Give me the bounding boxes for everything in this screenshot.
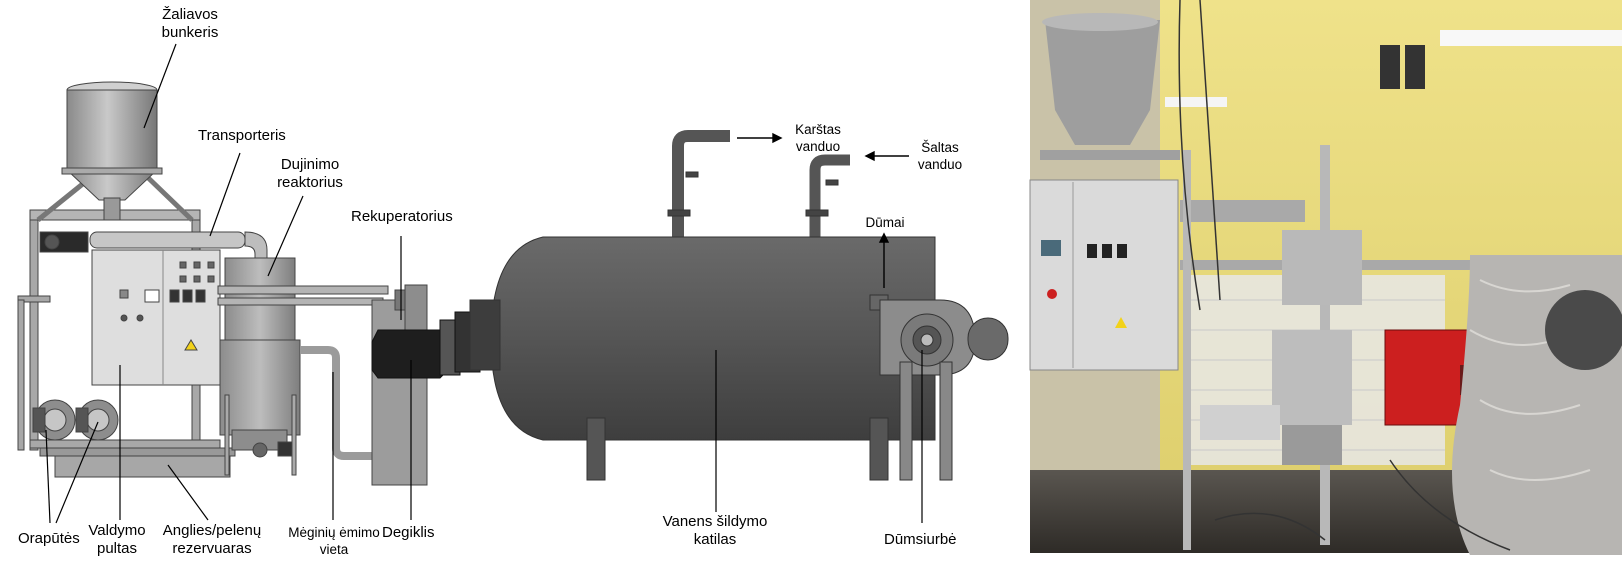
air-blowers-label: Orapūtės	[18, 530, 80, 547]
sampling-point-label-line1: Mėginių ėmimo	[288, 525, 380, 540]
air-blowers	[32, 399, 119, 441]
water-heating-boiler	[469, 236, 936, 481]
control-panel-label-line2: pultas	[96, 540, 138, 557]
recuperator-label: Rekuperatorius	[351, 208, 453, 225]
recuperator	[371, 284, 428, 486]
water-boiler-label-line1: Vanens šildymo	[662, 513, 768, 530]
control-panel	[91, 249, 221, 386]
raw-material-bunker	[61, 81, 163, 221]
hot-water-pipe	[667, 130, 730, 238]
gasification-reactor-label-line1: Dujinimo	[280, 156, 340, 173]
sampling-point-label-line2: vieta	[319, 542, 349, 557]
burner-label: Degiklis	[382, 524, 435, 541]
gasification-reactor-label-line2: reaktorius	[277, 174, 343, 191]
ash-reservoir-label-line1: Anglies/pelenų	[162, 522, 262, 539]
raw-bunker-label-line2: bunkeris	[161, 24, 219, 41]
gas-pipes	[217, 285, 389, 460]
ash-reservoir-label-line2: rezervuaras	[172, 540, 252, 557]
hot-water-label-line2: vanduo	[795, 139, 841, 154]
control-panel-label-line1: Valdymo	[88, 522, 146, 539]
control-panel-label: Valdymo pultas	[82, 522, 152, 558]
cold-water-label: Šaltas vanduo	[910, 139, 970, 173]
smoke-exhauster-label: Dūmsiurbė	[884, 531, 957, 548]
leader-lines	[45, 43, 923, 524]
gasification-reactor	[219, 257, 301, 476]
hot-water-label: Karštas vanduo	[788, 121, 848, 155]
flow-arrows	[737, 132, 909, 288]
ash-reservoir-label: Anglies/pelenų rezervuaras	[158, 522, 266, 558]
cold-water-pipe	[805, 154, 850, 238]
installation-photo	[1029, 0, 1622, 555]
ash-reservoir	[39, 447, 236, 478]
conveyor-label: Transporteris	[198, 127, 286, 144]
smoke-exhauster	[869, 294, 1009, 481]
water-boiler-label: Vanens šildymo katilas	[655, 513, 775, 549]
smoke-label: Dūmai	[865, 215, 905, 230]
raw-bunker-label: Žaliavos bunkeris	[140, 6, 240, 42]
gasification-reactor-label: Dujinimo reaktorius	[265, 156, 355, 192]
cold-water-label-line1: Šaltas	[921, 140, 959, 155]
raw-bunker-label-line1: Žaliavos	[162, 6, 218, 23]
water-boiler-label-line2: katilas	[693, 531, 737, 548]
hot-water-label-line1: Karštas	[795, 122, 841, 137]
cold-water-label-line2: vanduo	[917, 157, 963, 172]
sampling-point-label: Mėginių ėmimo vieta	[284, 524, 384, 558]
